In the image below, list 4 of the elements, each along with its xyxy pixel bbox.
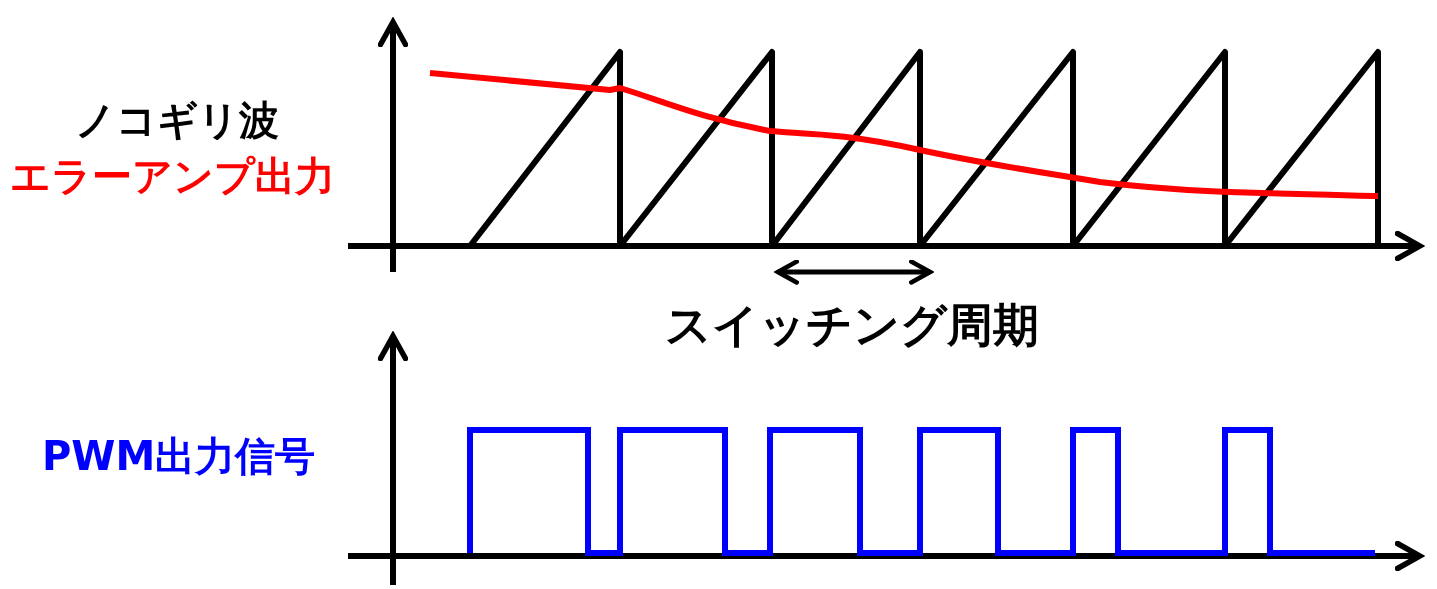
axis-label: ノコギリ波 <box>75 100 279 140</box>
dimension-label: スイッチング周期 <box>665 302 1039 348</box>
axis-label: エラーアンプ出力 <box>10 156 335 196</box>
axis-label: PWM出力信号 <box>42 436 316 476</box>
